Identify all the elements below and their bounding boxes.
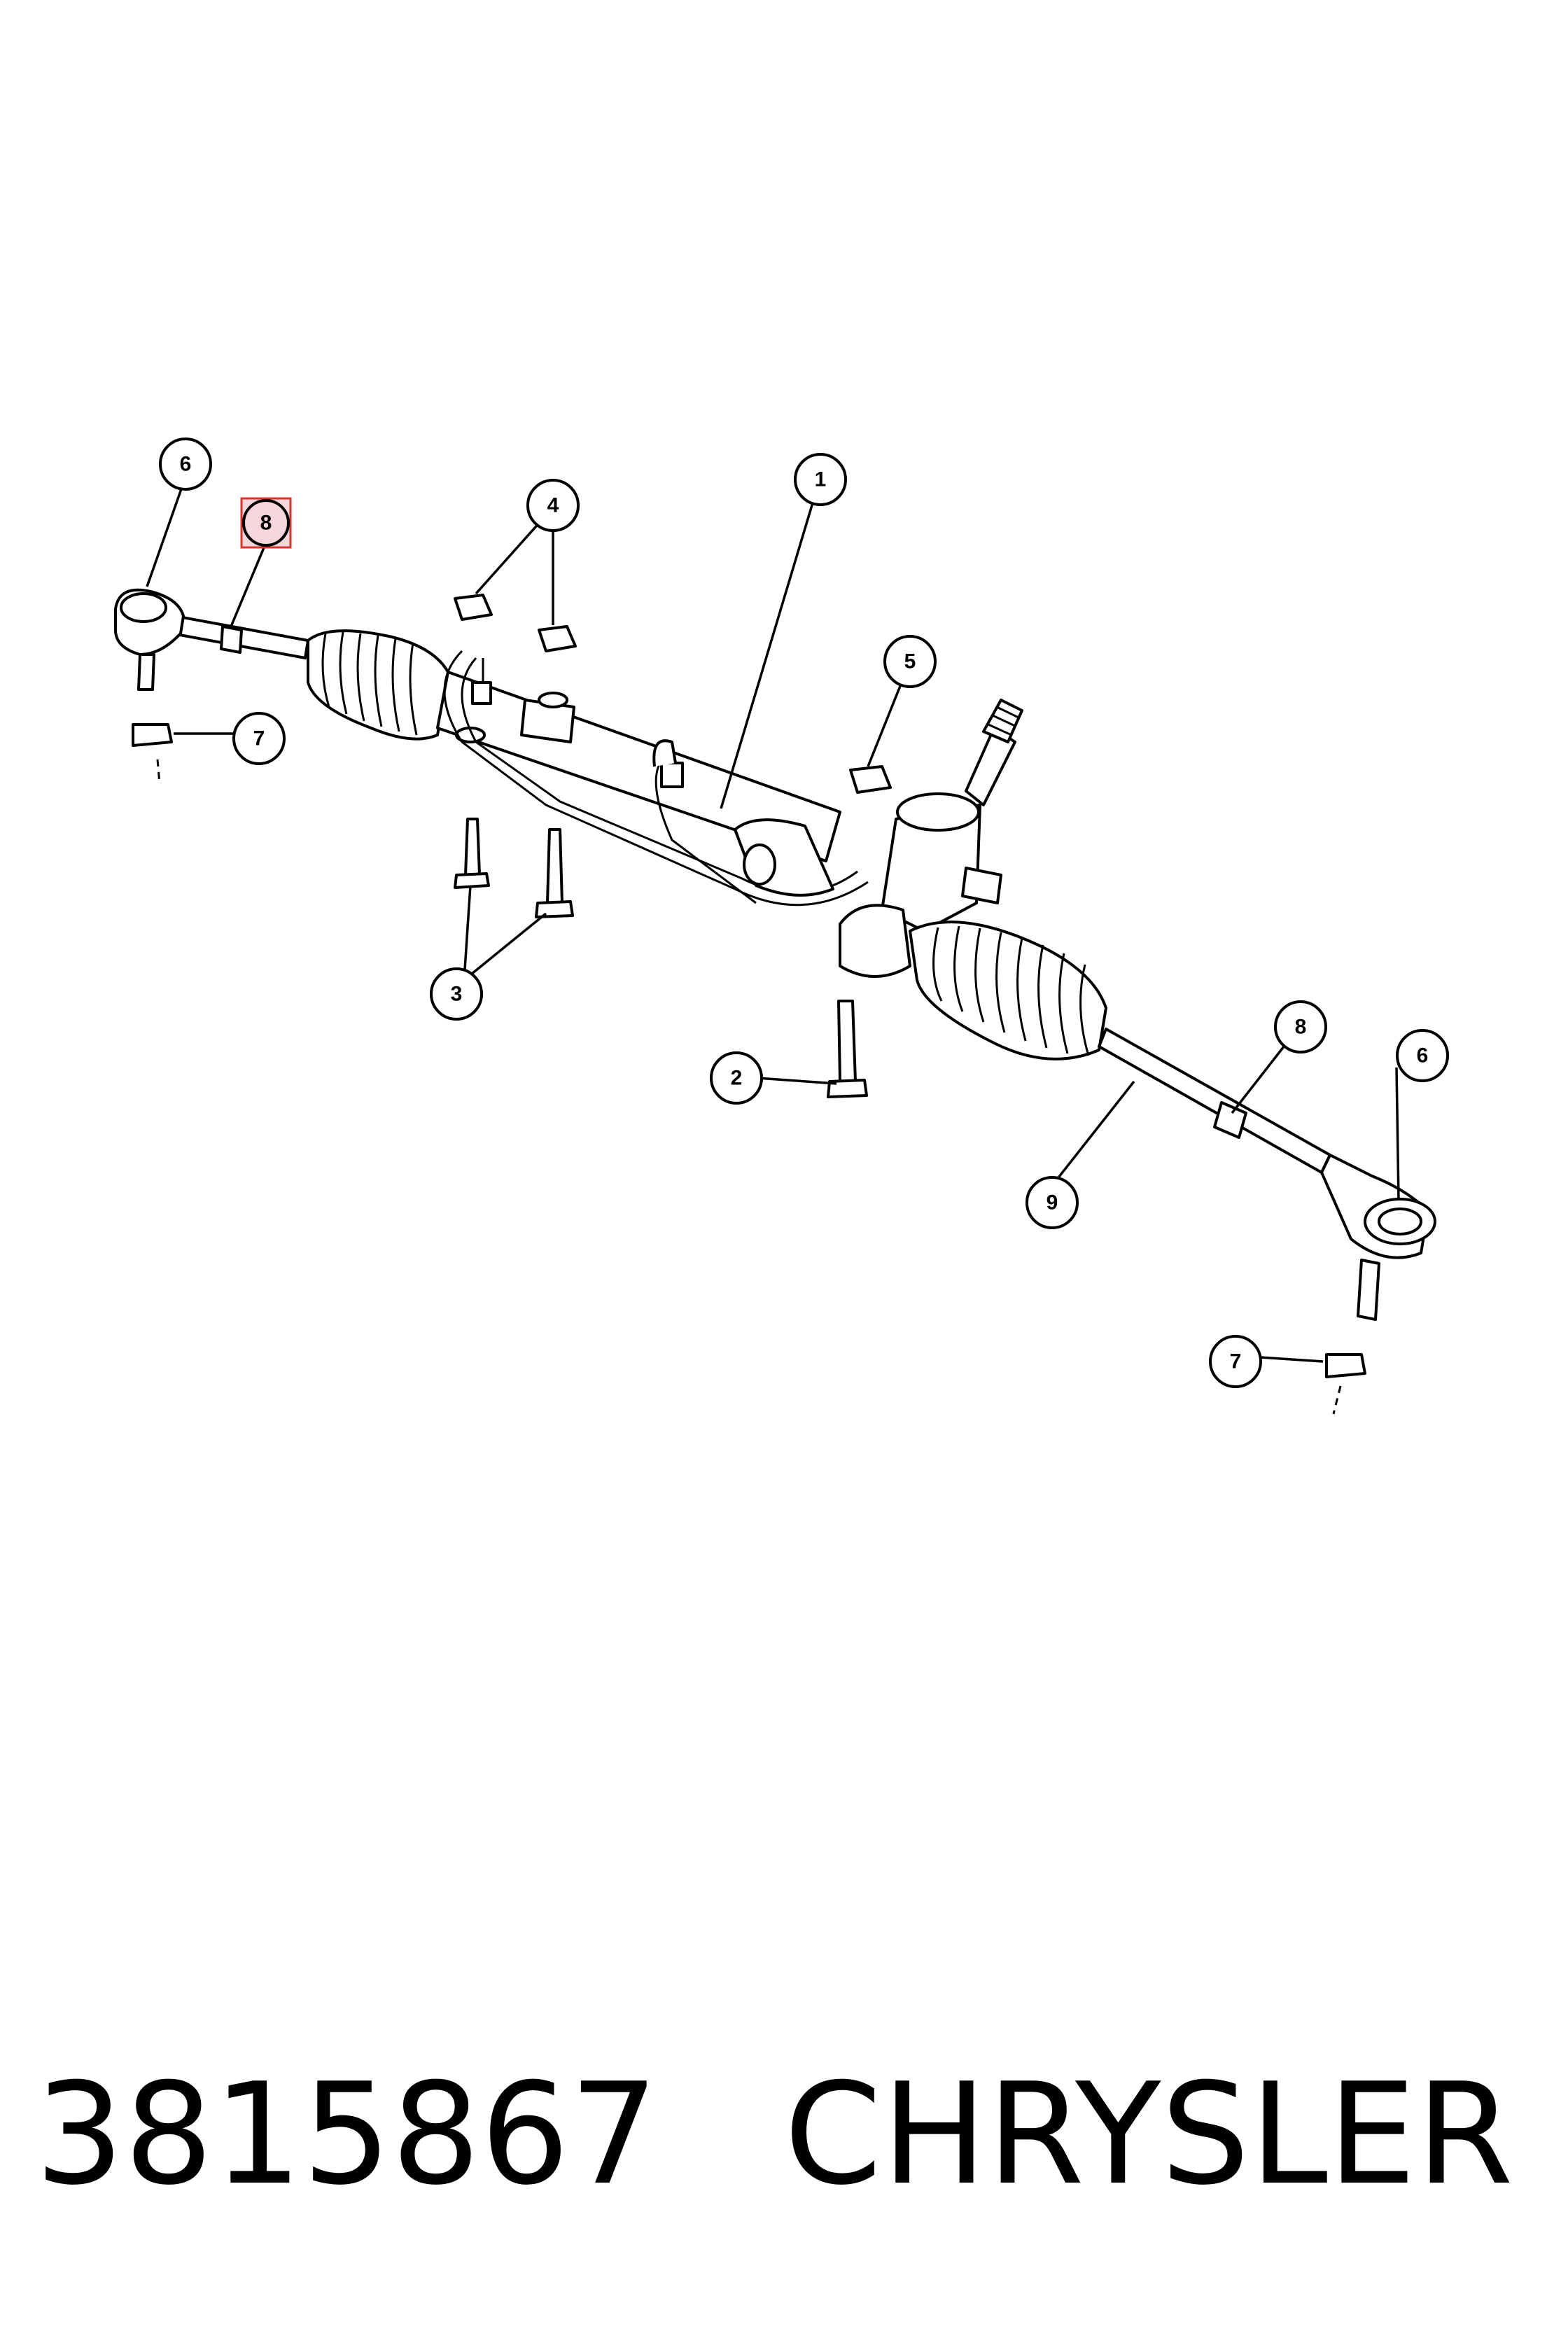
callouts: 1 2 3 4 5 6 6 7 (159, 438, 1449, 1388)
input-spline-lines (988, 706, 1019, 736)
left-ball-stud (137, 653, 155, 691)
right-jam-nut (1213, 1101, 1247, 1139)
mount-nut-right (538, 625, 577, 652)
callout-8-left[interactable]: 8 (240, 497, 292, 549)
mount-bolt-left-head (454, 872, 490, 889)
callout-5[interactable]: 5 (883, 635, 937, 688)
svg-text:8: 8 (260, 512, 272, 535)
svg-text:1: 1 (815, 468, 827, 491)
right-ball-joint-inner (1378, 1208, 1422, 1236)
svg-text:6: 6 (180, 453, 192, 476)
right-boot-ribs (932, 925, 1090, 1056)
callout-4[interactable]: 4 (526, 479, 580, 532)
pinion-lower-housing (839, 904, 911, 978)
input-shaft (965, 727, 1016, 806)
callout-3[interactable]: 3 (430, 967, 483, 1021)
part-number-caption: 3815867 (35, 2053, 659, 2216)
left-boot-ribs (321, 631, 418, 736)
pinion-mount-nut (849, 765, 892, 794)
right-ball-stud (1357, 1259, 1380, 1321)
mount-bolt-right-head (535, 900, 574, 918)
left-stud-axis (156, 759, 161, 785)
callout-1[interactable]: 1 (794, 453, 847, 506)
left-ball-joint-top (120, 592, 167, 623)
mount-bolt-right-shank (546, 828, 564, 904)
svg-text:5: 5 (904, 650, 916, 673)
svg-text:6: 6 (1417, 1044, 1429, 1068)
callout-7-left[interactable]: 7 (232, 712, 286, 765)
right-stud-axis (1332, 1385, 1342, 1415)
mount-bolt-left-shank (464, 818, 481, 876)
svg-text:7: 7 (1230, 1350, 1242, 1373)
fasteners (132, 594, 1366, 1415)
callout-9[interactable]: 9 (1026, 1176, 1079, 1229)
pinion-bolt-shank (837, 1000, 857, 1083)
fluid-line-lower (443, 650, 869, 906)
left-bellows-boot (307, 629, 449, 741)
leader-lines (146, 482, 1400, 1363)
pinion-top-cap (896, 792, 980, 832)
right-mount-hole (538, 692, 568, 708)
left-castle-nut (132, 723, 173, 747)
steering-rack-assembly (114, 588, 1436, 1321)
pinion-bolt-head (827, 1079, 868, 1098)
svg-text:8: 8 (1295, 1016, 1307, 1039)
brand-caption: CHRYSLER (784, 2053, 1514, 2216)
svg-text:7: 7 (253, 727, 265, 750)
right-bellows-boot (909, 920, 1107, 1060)
svg-text:2: 2 (731, 1067, 743, 1090)
svg-text:3: 3 (451, 983, 463, 1006)
line-fitting-center (660, 762, 684, 788)
gear-housing-port (743, 844, 776, 886)
callout-6-left[interactable]: 6 (159, 438, 212, 491)
callout-7-right[interactable]: 7 (1209, 1335, 1262, 1388)
left-jam-nut (220, 625, 243, 654)
mount-nut-left (454, 594, 493, 621)
callout-2[interactable]: 2 (710, 1051, 763, 1105)
right-castle-nut (1325, 1353, 1366, 1378)
line-fitting-left (471, 681, 492, 705)
svg-text:4: 4 (547, 494, 559, 517)
svg-text:9: 9 (1046, 1191, 1058, 1214)
line-loop-center (652, 739, 677, 767)
valve-port-block (961, 867, 1002, 904)
callout-8-right[interactable]: 8 (1274, 1000, 1327, 1054)
callout-6-right[interactable]: 6 (1396, 1029, 1449, 1082)
